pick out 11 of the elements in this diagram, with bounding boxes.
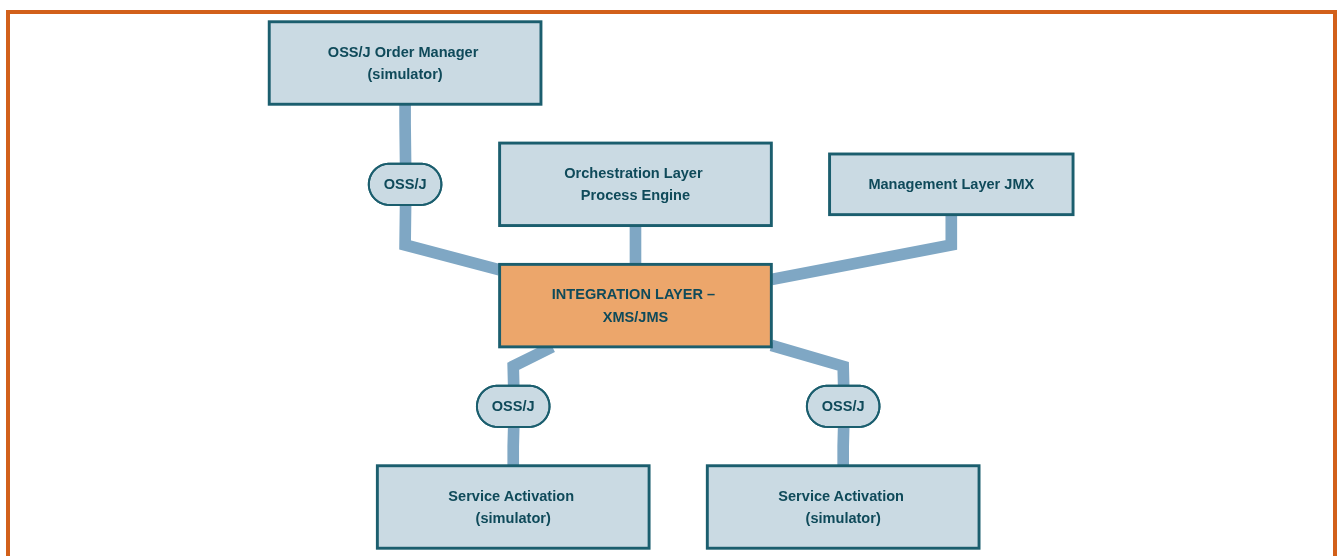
node-box: INTEGRATION LAYER – XMS/JMS xyxy=(498,262,774,349)
node-box: Orchestration Layer Process Engine xyxy=(498,141,774,227)
connector xyxy=(507,427,520,466)
node-box: Management Layer JMX xyxy=(828,152,1075,217)
node-box: Service Activation (simulator) xyxy=(376,464,651,550)
node-box: Service Activation (simulator) xyxy=(706,464,981,550)
connector xyxy=(630,225,642,265)
connector xyxy=(399,104,412,165)
connector xyxy=(837,427,850,466)
connector xyxy=(770,339,850,387)
node-box: OSS/J Order Manager (simulator) xyxy=(268,20,543,106)
